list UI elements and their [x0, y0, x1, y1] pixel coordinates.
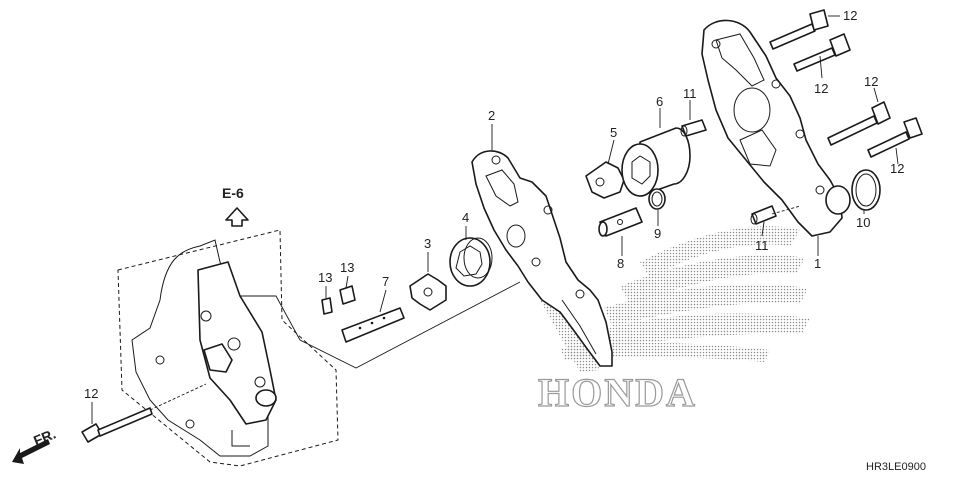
callout-3: 3 [424, 236, 431, 251]
reference-label: E-6 [222, 185, 244, 201]
pump-cover-1[interactable] [701, 19, 851, 237]
up-arrow-icon [225, 207, 249, 227]
pump-shaft-7[interactable] [341, 307, 405, 343]
callout-5: 5 [610, 125, 617, 140]
pump-body-2[interactable] [471, 150, 613, 367]
front-marker: FR. [12, 425, 58, 464]
callout-13: 13 [318, 270, 332, 285]
callout-12: 12 [84, 386, 98, 401]
bolt-12-lower-left[interactable] [81, 383, 207, 443]
inner-rotor-5[interactable] [585, 161, 625, 199]
callout-11: 11 [755, 238, 769, 253]
callout-11: 11 [683, 86, 697, 101]
dowel-pin-13a[interactable] [321, 297, 333, 315]
honda-wordmark: HONDA [538, 370, 697, 415]
front-label: FR. [31, 425, 58, 448]
bolt-12-top[interactable] [769, 9, 829, 50]
outer-rotor-4[interactable] [449, 237, 493, 287]
callout-1: 1 [814, 256, 821, 271]
dowel-pin-13b[interactable] [339, 285, 356, 305]
callout-12: 12 [843, 8, 857, 23]
pump-shaft-8[interactable] [598, 207, 643, 237]
reference-e6[interactable]: E-6 [222, 185, 249, 227]
o-ring-9[interactable] [648, 188, 666, 210]
diagram-code: HR3LE0900 [866, 461, 926, 473]
callout-10: 10 [856, 215, 870, 230]
callout-12: 12 [864, 74, 878, 89]
callout-6: 6 [656, 94, 663, 109]
bolt-12-mid-right[interactable] [827, 101, 891, 146]
dowel-pin-11-upper[interactable] [680, 119, 707, 137]
callout-13: 13 [340, 260, 354, 275]
callout-9: 9 [654, 226, 661, 241]
bolt-12-upper-right[interactable] [793, 33, 851, 72]
dowel-pin-11-lower[interactable] [750, 205, 777, 225]
callout-12: 12 [814, 81, 828, 96]
front-arrow-icon [12, 439, 50, 464]
callout-4: 4 [462, 210, 469, 225]
callout-2: 2 [488, 108, 495, 123]
bolt-12-lower-right[interactable] [867, 117, 923, 158]
callouts: 12 12 12 12 12 11 11 6 5 9 8 10 1 2 4 3 … [84, 8, 904, 401]
o-ring-10[interactable] [851, 169, 881, 211]
engine-case [117, 229, 339, 467]
outer-rotor-6[interactable] [621, 127, 691, 197]
inner-rotor-3[interactable] [409, 273, 447, 311]
callout-8: 8 [617, 256, 624, 271]
callout-12: 12 [890, 161, 904, 176]
leader-lines [91, 15, 899, 424]
callout-7: 7 [382, 274, 389, 289]
